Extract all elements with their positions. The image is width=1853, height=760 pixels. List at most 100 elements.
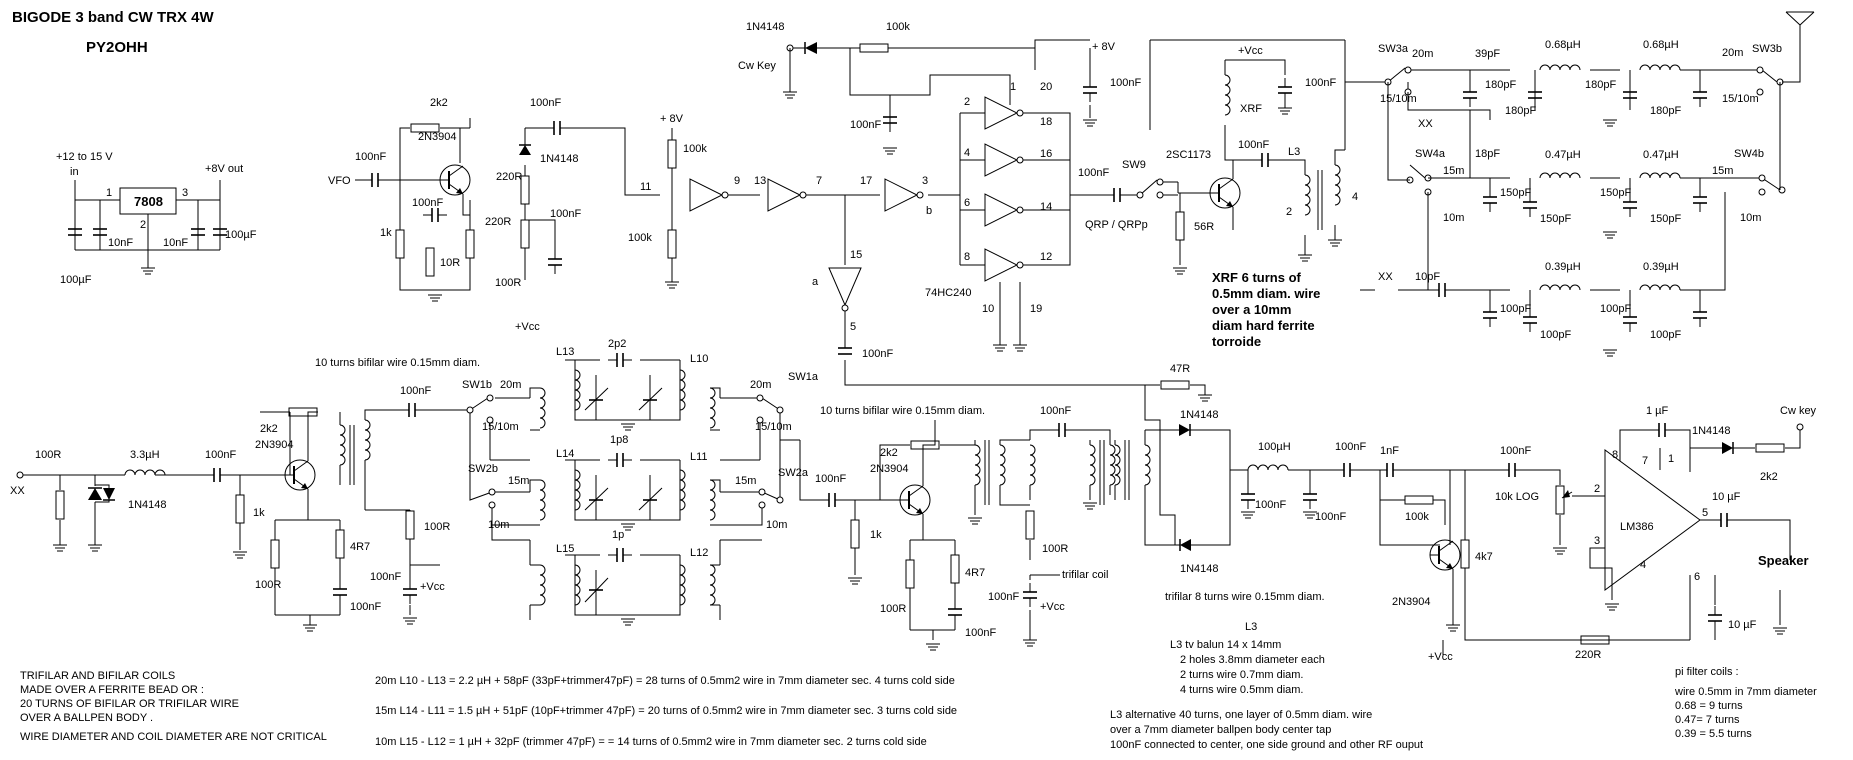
band-label: 15m [1443, 165, 1464, 177]
xx-label: XX [10, 485, 25, 497]
cap-label: 180pF [1485, 79, 1516, 91]
pin-label: 4 [1640, 559, 1646, 571]
coil-label: 0.68µH [1643, 39, 1679, 51]
switch-label: SW4a [1415, 148, 1446, 160]
l3-notes: 2 turns wire 0.7mm diam. [1180, 669, 1303, 681]
pin-label: 16 [1040, 148, 1052, 160]
resonator-20m [565, 352, 686, 431]
audio-section: 1nF 100k 2N3904 4k7 +Vcc 100nF 10k LOG L… [1359, 405, 1817, 663]
band-label: 15/10m [755, 421, 792, 433]
coil-label: 0.47µH [1643, 149, 1679, 161]
band-label: 10m [1740, 212, 1761, 224]
chip-label: 74HC240 [925, 287, 971, 299]
res-label: 220R [485, 216, 511, 228]
transistor-label: 2SC1173 [1166, 149, 1211, 161]
res-label: 100R [495, 277, 521, 289]
pin-label: 6 [1694, 571, 1700, 583]
coil-label: trifilar coil [1062, 569, 1108, 581]
xrf-note: torroide [1212, 334, 1261, 349]
vfo-section: VFO 100nF 2k2 2N3904 1k 220R 100nF 10R 1… [328, 97, 660, 333]
pin-label: 7 [816, 175, 822, 187]
cap-label: 100µF [225, 229, 257, 241]
switch-label: SW4b [1734, 148, 1764, 160]
res-label: 4k7 [1475, 551, 1493, 563]
pi-notes: 0.68 = 9 turns [1675, 700, 1743, 712]
rx-front-end: XX 100R 3.3µH 1N4148 100nF 1k 2k2 2N3904… [10, 357, 480, 632]
pin-label: 15 [850, 249, 862, 261]
band-label: 15m [735, 475, 756, 487]
pi-notes: 0.47= 7 turns [1675, 714, 1740, 726]
pin-1: 1 [106, 187, 112, 199]
res-label: 100k [1405, 511, 1429, 523]
cap-label: 100nF [1110, 77, 1141, 89]
pin-label: 3 [1594, 535, 1600, 547]
pin-label: 8 [964, 251, 970, 263]
coil-label: L13 [556, 346, 574, 358]
coil-notes: 20 TURNS OF BIFILAR OR TRIFILAR WIRE [20, 698, 239, 710]
vcc-label: + 8V [1092, 41, 1116, 53]
rx-amp-2: 10 turns bifilar wire 0.15mm diam. 100nF… [799, 405, 1116, 651]
pin-label: 4 [964, 147, 970, 159]
coil-label: L10 [690, 353, 708, 365]
res-label: 47R [1170, 363, 1190, 375]
coil-notes: OVER A BALLPEN BODY . [20, 712, 153, 724]
xx-label: XX [1378, 271, 1393, 283]
cap-label: 100nF [350, 601, 381, 613]
coil-notes: MADE OVER A FERRITE BEAD OR : [20, 684, 204, 696]
cap-label: 150pF [1540, 213, 1571, 225]
cap-label: 1p [612, 529, 624, 541]
diode-label: 1N4148 [1180, 409, 1219, 421]
band-label: 20m [1722, 47, 1743, 59]
cap-label: 100nF [850, 119, 881, 131]
cap-label: 10pF [1415, 271, 1440, 283]
pin-label: 5 [850, 321, 856, 333]
res-label: 4R7 [965, 567, 985, 579]
res-label: 100k [683, 143, 707, 155]
coil-label: 0.39µH [1643, 261, 1679, 273]
cap-label: 150pF [1500, 187, 1531, 199]
pin-3: 3 [182, 187, 188, 199]
coil-label: XRF [1240, 103, 1262, 115]
cap-label: 100pF [1600, 303, 1631, 315]
coil-label: 0.47µH [1545, 149, 1581, 161]
cap-label: 100nF [1500, 445, 1531, 457]
pin-label: 13 [754, 175, 766, 187]
res-label: 10R [440, 257, 460, 269]
cap-label: 100nF [355, 151, 386, 163]
band-label: 15/10m [1380, 93, 1417, 105]
cap-label: 180pF [1650, 105, 1681, 117]
qrp-label: QRP / QRPp [1085, 219, 1148, 231]
switch-label: SW1b [462, 379, 492, 391]
cap-label: 100nF [412, 197, 443, 209]
coil-label: 0.39µH [1545, 261, 1581, 273]
chip-label: LM386 [1620, 521, 1654, 533]
l3-notes: L3 tv balun 14 x 14mm [1170, 639, 1281, 651]
res-label: 100k [886, 21, 910, 33]
cap-label: 100nF [965, 627, 996, 639]
power-amplifier: SW9 QRP / QRPp 2SC1173 56R +Vcc 100nF XR… [1085, 39, 1385, 349]
res-label: 4R7 [350, 541, 370, 553]
cap-label: 100nF [530, 97, 561, 109]
xrf-note: diam hard ferrite [1212, 318, 1315, 333]
pi-notes: pi filter coils : [1675, 666, 1739, 678]
pin-label: 3 [922, 175, 928, 187]
cap-label: 100nF [1335, 441, 1366, 453]
cap-label: 100nF [1040, 405, 1071, 417]
cap-label: 10nF [108, 237, 133, 249]
cw-key-label: Cw Key [738, 60, 776, 72]
res-label: 100R [424, 521, 450, 533]
pin-label: 7 [1642, 455, 1648, 467]
band-label: 15m [508, 475, 529, 487]
switch-label: SW3a [1378, 43, 1409, 55]
transistor-label: 2N3904 [255, 439, 294, 451]
band-label: 15m [1712, 165, 1733, 177]
cap-label: 150pF [1600, 187, 1631, 199]
cap-label: 100pF [1540, 329, 1571, 341]
pin-label: 12 [1040, 251, 1052, 263]
pin-label: 20 [1040, 81, 1052, 93]
res-label: 100R [880, 603, 906, 615]
cap-label: 100nF [400, 385, 431, 397]
pin-label: 9 [734, 175, 740, 187]
pin-label: 1 [1668, 453, 1674, 465]
